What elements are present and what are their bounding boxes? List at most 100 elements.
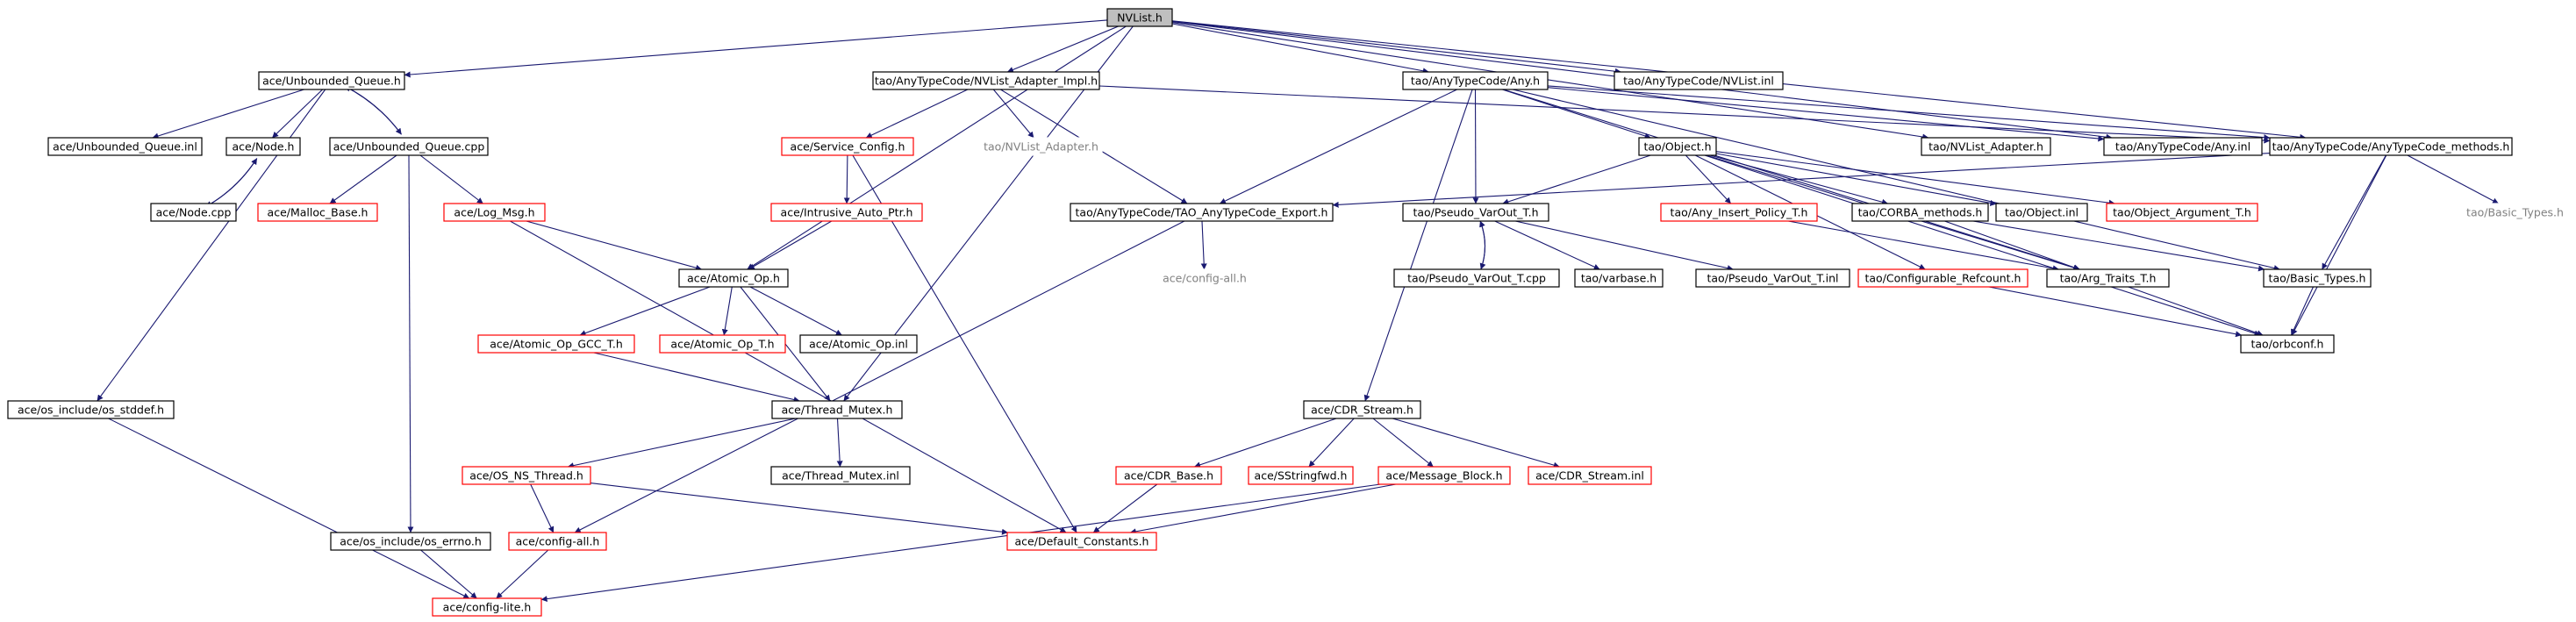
node-box	[799, 334, 918, 354]
node-ace-thread-mutex-h[interactable]: ace/Thread_Mutex.h	[771, 400, 903, 419]
node-ace-node-cpp[interactable]: ace/Node.cpp	[150, 203, 237, 222]
node-label: tao/AnyTypeCode/TAO_AnyTypeCode_Export.h	[1076, 206, 1328, 219]
node-box	[2103, 137, 2263, 156]
node-box	[443, 203, 546, 222]
node-tao-nvlist-adapter-h[interactable]: tao/NVList_Adapter.h	[979, 137, 1103, 156]
edge-nvlist_h-to-tao_anytypecode_nvlist_inl	[1171, 20, 1621, 75]
edge-tao_anytypecode_any_h-to-tao_pseudo_varout_t_h	[1472, 89, 1479, 204]
node-label: ace/Service_Config.h	[791, 140, 905, 154]
node-box	[770, 466, 911, 485]
node-ace-cdr-stream-inl[interactable]: ace/CDR_Stream.inl	[1528, 466, 1652, 485]
node-tao-anytypecode-anytypecode-methods-h[interactable]: tao/AnyTypeCode/AnyTypeCode_methods.h	[2269, 137, 2513, 156]
edge-ace_os_include_os_errno_h-to-ace_config_lite_h	[420, 549, 477, 599]
node-tao-nvlist-adapter-h2[interactable]: tao/NVList_Adapter.h	[1921, 137, 2051, 156]
edge-ace_atomic_op_h-to-ace_atomic_op_gcc_t_h	[579, 286, 711, 336]
node-ace-default-constants-h[interactable]: ace/Default_Constants.h	[1006, 532, 1157, 551]
node-ace-os-include-os-errno-h[interactable]: ace/os_include/os_errno.h	[330, 532, 491, 551]
node-box	[771, 400, 903, 419]
node-box	[329, 137, 489, 156]
node-ace-sstringfwd-h[interactable]: ace/SStringfwd.h	[1248, 466, 1354, 485]
node-tao-anytypecode-nvlist-inl[interactable]: tao/AnyTypeCode/NVList.inl	[1614, 71, 1784, 90]
node-box	[432, 597, 542, 617]
node-label: tao/Object.h	[1643, 140, 1711, 154]
node-ace-unbounded-queue-h[interactable]: ace/Unbounded_Queue.h	[258, 71, 405, 90]
edge-ace_unbounded_queue_cpp-to-ace_malloc_base_h	[329, 154, 397, 204]
node-box	[7, 400, 175, 419]
node-label: tao/Any_Insert_Policy_T.h	[1671, 206, 1808, 219]
node-tao-object-argument-t-h[interactable]: tao/Object_Argument_T.h	[2106, 203, 2258, 222]
node-label: ace/Node.cpp	[156, 206, 232, 219]
edge-tao_corba_methods_h-to-tao_basic_types_h	[1972, 220, 2265, 272]
node-tao-anytypecode-nvlist-adapter-impl-h[interactable]: tao/AnyTypeCode/NVList_Adapter_Impl.h	[872, 71, 1100, 90]
node-ace-atomic-op-t-h[interactable]: ace/Atomic_Op_T.h	[659, 334, 786, 354]
node-tao-object-inl[interactable]: tao/Object.inl	[1995, 203, 2088, 222]
edge-ace_node_h-to-ace_node_cpp	[205, 158, 258, 208]
edge-ace_message_block_h-to-ace_config_lite_h	[540, 483, 1381, 603]
node-tao-anytypecode-any-inl[interactable]: tao/AnyTypeCode/Any.inl	[2103, 137, 2263, 156]
node-tao-pseudo-varout-t-h[interactable]: tao/Pseudo_VarOut_T.h	[1402, 203, 1549, 222]
node-box	[258, 71, 405, 90]
node-ace-atomic-op-gcc-t-h[interactable]: ace/Atomic_Op_GCC_T.h	[477, 334, 635, 354]
node-label: ace/os_include/os_stddef.h	[18, 404, 164, 417]
node-tao-arg-traits-t-h[interactable]: tao/Arg_Traits_T.h	[2046, 268, 2170, 288]
node-tao-basic-types-h[interactable]: tao/Basic_Types.h	[2263, 268, 2372, 288]
edge-ace_message_block_h-to-ace_default_constants_h	[1129, 483, 1396, 535]
node-ace-atomic-op-h[interactable]: ace/Atomic_Op.h	[678, 268, 789, 288]
node-label: ace/Unbounded_Queue.cpp	[333, 140, 485, 154]
node-ace-config-all-h-gray[interactable]: ace/config-all.h	[1149, 268, 1260, 288]
node-ace-thread-mutex-inl[interactable]: ace/Thread_Mutex.inl	[770, 466, 911, 485]
node-label: ace/CDR_Stream.h	[1311, 404, 1413, 417]
node-ace-config-all-h[interactable]: ace/config-all.h	[508, 532, 607, 551]
node-tao-anytypecode-any-h[interactable]: tao/AnyTypeCode/Any.h	[1402, 71, 1549, 90]
node-label: tao/Pseudo_VarOut_T.cpp	[1407, 272, 1546, 285]
node-ace-service-config-h[interactable]: ace/Service_Config.h	[781, 137, 914, 156]
node-ace-os-include-os-stddef-h[interactable]: ace/os_include/os_stddef.h	[7, 400, 175, 419]
node-ace-os-ns-thread-h[interactable]: ace/OS_NS_Thread.h	[462, 466, 591, 485]
node-tao-any-insert-policy-t-h[interactable]: tao/Any_Insert_Policy_T.h	[1660, 203, 1818, 222]
node-label: ace/Atomic_Op.inl	[809, 338, 908, 351]
edge-tao_anytypecode_any_h-to-tao_basic_types_h	[1512, 89, 2280, 271]
node-tao-corba-methods-h[interactable]: tao/CORBA_methods.h	[1851, 203, 1989, 222]
edge-nvlist_h-to-tao_anytypecode_nvlist_adapter_impl_h	[1006, 25, 1119, 73]
node-label: tao/NVList_Adapter.h	[1928, 140, 2043, 154]
node-ace-unbounded-queue-inl[interactable]: ace/Unbounded_Queue.inl	[47, 137, 203, 156]
edge-nvlist_h-to-tao_nvlist_adapter_h2	[1171, 22, 1929, 140]
edge-ace_config_all_h-to-ace_config_lite_h	[496, 549, 549, 599]
node-tao-anytypecode-tao-anytypecode-export-h[interactable]: tao/AnyTypeCode/TAO_AnyTypeCode_Export.h	[1070, 203, 1334, 222]
node-ace-node-h[interactable]: ace/Node.h	[225, 137, 301, 156]
node-box	[1574, 268, 1664, 288]
node-tao-configurable-refcount-h[interactable]: tao/Configurable_Refcount.h	[1857, 268, 2029, 288]
node-ace-cdr-stream-h[interactable]: ace/CDR_Stream.h	[1303, 400, 1421, 419]
node-nvlist-h[interactable]: NVList.h	[1106, 8, 1173, 27]
edge-tao_object_h-to-tao_any_insert_policy_t_h	[1685, 154, 1732, 204]
node-ace-config-lite-h[interactable]: ace/config-lite.h	[432, 597, 542, 617]
node-box	[781, 137, 914, 156]
node-tao-varbase-h[interactable]: tao/varbase.h	[1574, 268, 1664, 288]
node-box	[678, 268, 789, 288]
node-ace-malloc-base-h[interactable]: ace/Malloc_Base.h	[257, 203, 378, 222]
node-box	[872, 71, 1100, 90]
edge-tao_anytypecode_nvlist_adapter_impl_h-to-tao_nvlist_adapter_h	[992, 89, 1034, 139]
node-label: ace/config-all.h	[516, 535, 600, 548]
node-ace-unbounded-queue-cpp[interactable]: ace/Unbounded_Queue.cpp	[329, 137, 489, 156]
node-label: tao/Basic_Types.h	[2466, 206, 2564, 219]
node-ace-intrusive-auto-ptr-h[interactable]: ace/Intrusive_Auto_Ptr.h	[770, 203, 923, 222]
node-tao-pseudo-varout-t-inl[interactable]: tao/Pseudo_VarOut_T.inl	[1695, 268, 1850, 288]
node-tao-basic-types-h-gray[interactable]: tao/Basic_Types.h	[2459, 203, 2571, 222]
edge-tao_anytypecode_anytypecode_methods_h-to-tao_basic_types_h_gray	[2407, 154, 2499, 204]
node-tao-orbconf-h[interactable]: tao/orbconf.h	[2240, 334, 2335, 354]
node-box	[1660, 203, 1818, 222]
node-tao-pseudo-varout-t-cpp[interactable]: tao/Pseudo_VarOut_T.cpp	[1393, 268, 1560, 288]
node-label: ace/OS_NS_Thread.h	[469, 469, 583, 483]
node-tao-object-h[interactable]: tao/Object.h	[1638, 137, 1717, 156]
edge-ace_cdr_base_h-to-ace_default_constants_h	[1092, 483, 1158, 533]
node-ace-atomic-op-inl[interactable]: ace/Atomic_Op.inl	[799, 334, 918, 354]
node-ace-log-msg-h[interactable]: ace/Log_Msg.h	[443, 203, 546, 222]
edge-ace_os_ns_thread_h-to-ace_default_constants_h	[590, 483, 1008, 535]
edge-ace_log_msg_h-to-ace_atomic_op_h	[526, 220, 703, 271]
node-ace-message-block-h[interactable]: ace/Message_Block.h	[1377, 466, 1511, 485]
node-ace-cdr-base-h[interactable]: ace/CDR_Base.h	[1115, 466, 1222, 485]
node-label: ace/Message_Block.h	[1385, 469, 1502, 483]
node-box	[330, 532, 491, 551]
edge-ace_thread_mutex_h-to-ace_thread_mutex_inl	[836, 418, 843, 468]
